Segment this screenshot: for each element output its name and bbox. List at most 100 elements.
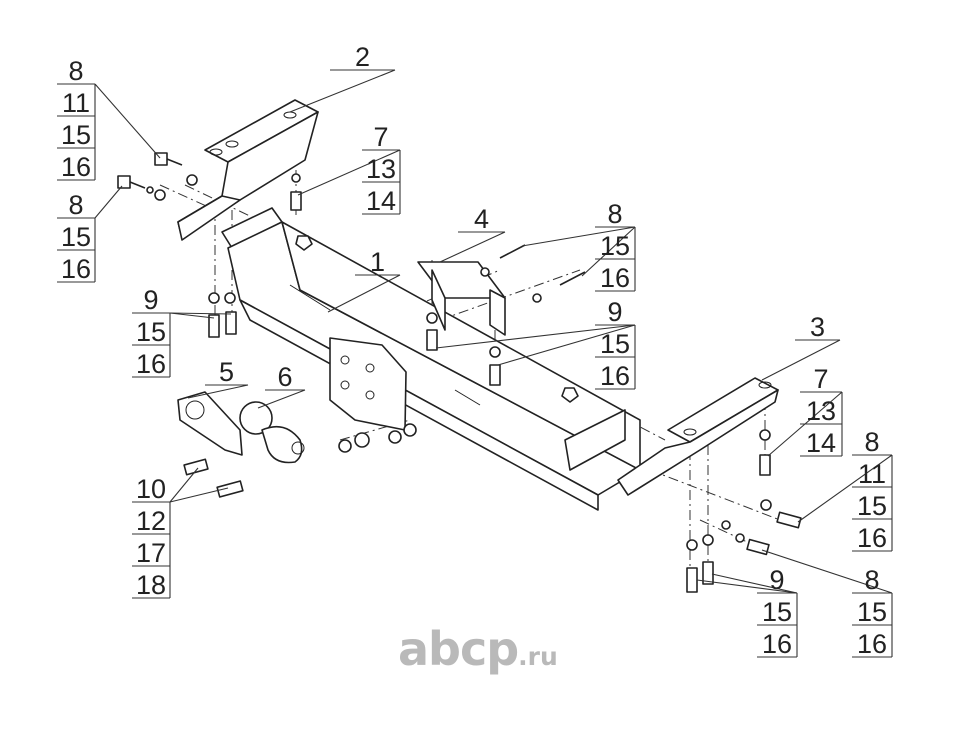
bolt (702, 561, 714, 585)
leader-line (169, 312, 215, 319)
quantity-number: 17 (136, 538, 166, 568)
quantity-number: 16 (857, 523, 887, 553)
quantity-number: 15 (61, 222, 91, 252)
leader-line (797, 454, 893, 523)
part-number: 9 (143, 285, 158, 315)
quantity-number: 16 (61, 152, 91, 182)
washer (735, 533, 745, 543)
leader-line (297, 149, 401, 196)
washer (154, 189, 166, 201)
quantity-number: 13 (806, 396, 836, 426)
washer (759, 429, 771, 441)
part-number: 6 (277, 362, 292, 392)
washer (403, 423, 417, 437)
leader-line (711, 573, 798, 594)
quantity-number: 12 (136, 506, 166, 536)
part-number: 7 (813, 364, 828, 394)
bolt (117, 175, 146, 189)
part-number: 8 (68, 56, 83, 86)
part-number: 1 (370, 247, 385, 277)
nut (388, 430, 402, 444)
washer (686, 539, 698, 551)
part-number: 8 (864, 565, 879, 595)
bracket-part-3 (617, 377, 779, 496)
quantity-number: 16 (600, 263, 630, 293)
quantity-number: 11 (62, 88, 90, 118)
part-number: 10 (136, 474, 166, 504)
leader-line (257, 389, 306, 409)
leader-line (169, 467, 199, 503)
part-number: 9 (607, 297, 622, 327)
leader-line (581, 226, 636, 277)
leader-line (439, 231, 506, 263)
part-number: 4 (474, 204, 489, 234)
quantity-number: 16 (857, 629, 887, 659)
leader-line (289, 69, 396, 113)
watermark-suffix: .ru (518, 642, 558, 671)
watermark-brand: abcp (398, 622, 519, 676)
quantity-number: 13 (366, 154, 396, 184)
abcp-watermark-logo: abcp.ru (398, 622, 558, 676)
callout-6: 6 (257, 362, 306, 409)
leader-line (497, 324, 636, 366)
leader-line (187, 384, 249, 399)
washer (480, 267, 490, 277)
washer (760, 499, 772, 511)
leader-line (696, 579, 798, 594)
part-number: 8 (68, 190, 83, 220)
part-number: 3 (810, 312, 825, 342)
quantity-number: 15 (762, 597, 792, 627)
fasteners (117, 152, 802, 593)
leader-line (169, 312, 232, 315)
part-number: 2 (355, 42, 370, 72)
bolt (290, 191, 302, 211)
bolt (499, 244, 526, 259)
leader-line (169, 487, 229, 503)
part-number: 7 (373, 122, 388, 152)
bolt (208, 314, 220, 338)
washer (721, 520, 731, 530)
bolt (154, 152, 183, 166)
leader-line (435, 324, 636, 349)
quantity-number: 14 (366, 186, 396, 216)
callout-3: 3 (761, 312, 841, 381)
bolt (426, 329, 438, 351)
socket-plate-part-5 (177, 391, 243, 456)
bolt (759, 454, 771, 476)
leader-line (327, 274, 401, 313)
quantity-number: 16 (600, 361, 630, 391)
washer (291, 173, 301, 183)
callout-2: 2 (289, 42, 396, 113)
leader-line (94, 185, 123, 219)
bolt (776, 511, 802, 529)
leader-line (521, 226, 636, 247)
washer (186, 174, 198, 186)
washer (426, 312, 438, 324)
part-number: 8 (864, 427, 879, 457)
quantity-number: 15 (857, 491, 887, 521)
washer (208, 292, 220, 304)
quantity-number: 16 (61, 254, 91, 284)
bolt (559, 271, 586, 286)
quantity-number: 18 (136, 570, 166, 600)
bolt (686, 567, 698, 593)
washer (702, 534, 714, 546)
bolt (183, 458, 209, 476)
main-beam-part-1 (221, 207, 641, 511)
spring-washer (146, 186, 154, 194)
bolt (225, 311, 237, 335)
washer (338, 439, 352, 453)
bolt (216, 480, 244, 498)
bolt (746, 538, 770, 556)
leader-line (94, 83, 161, 159)
leader-line (761, 549, 893, 594)
quantity-number: 14 (806, 428, 836, 458)
